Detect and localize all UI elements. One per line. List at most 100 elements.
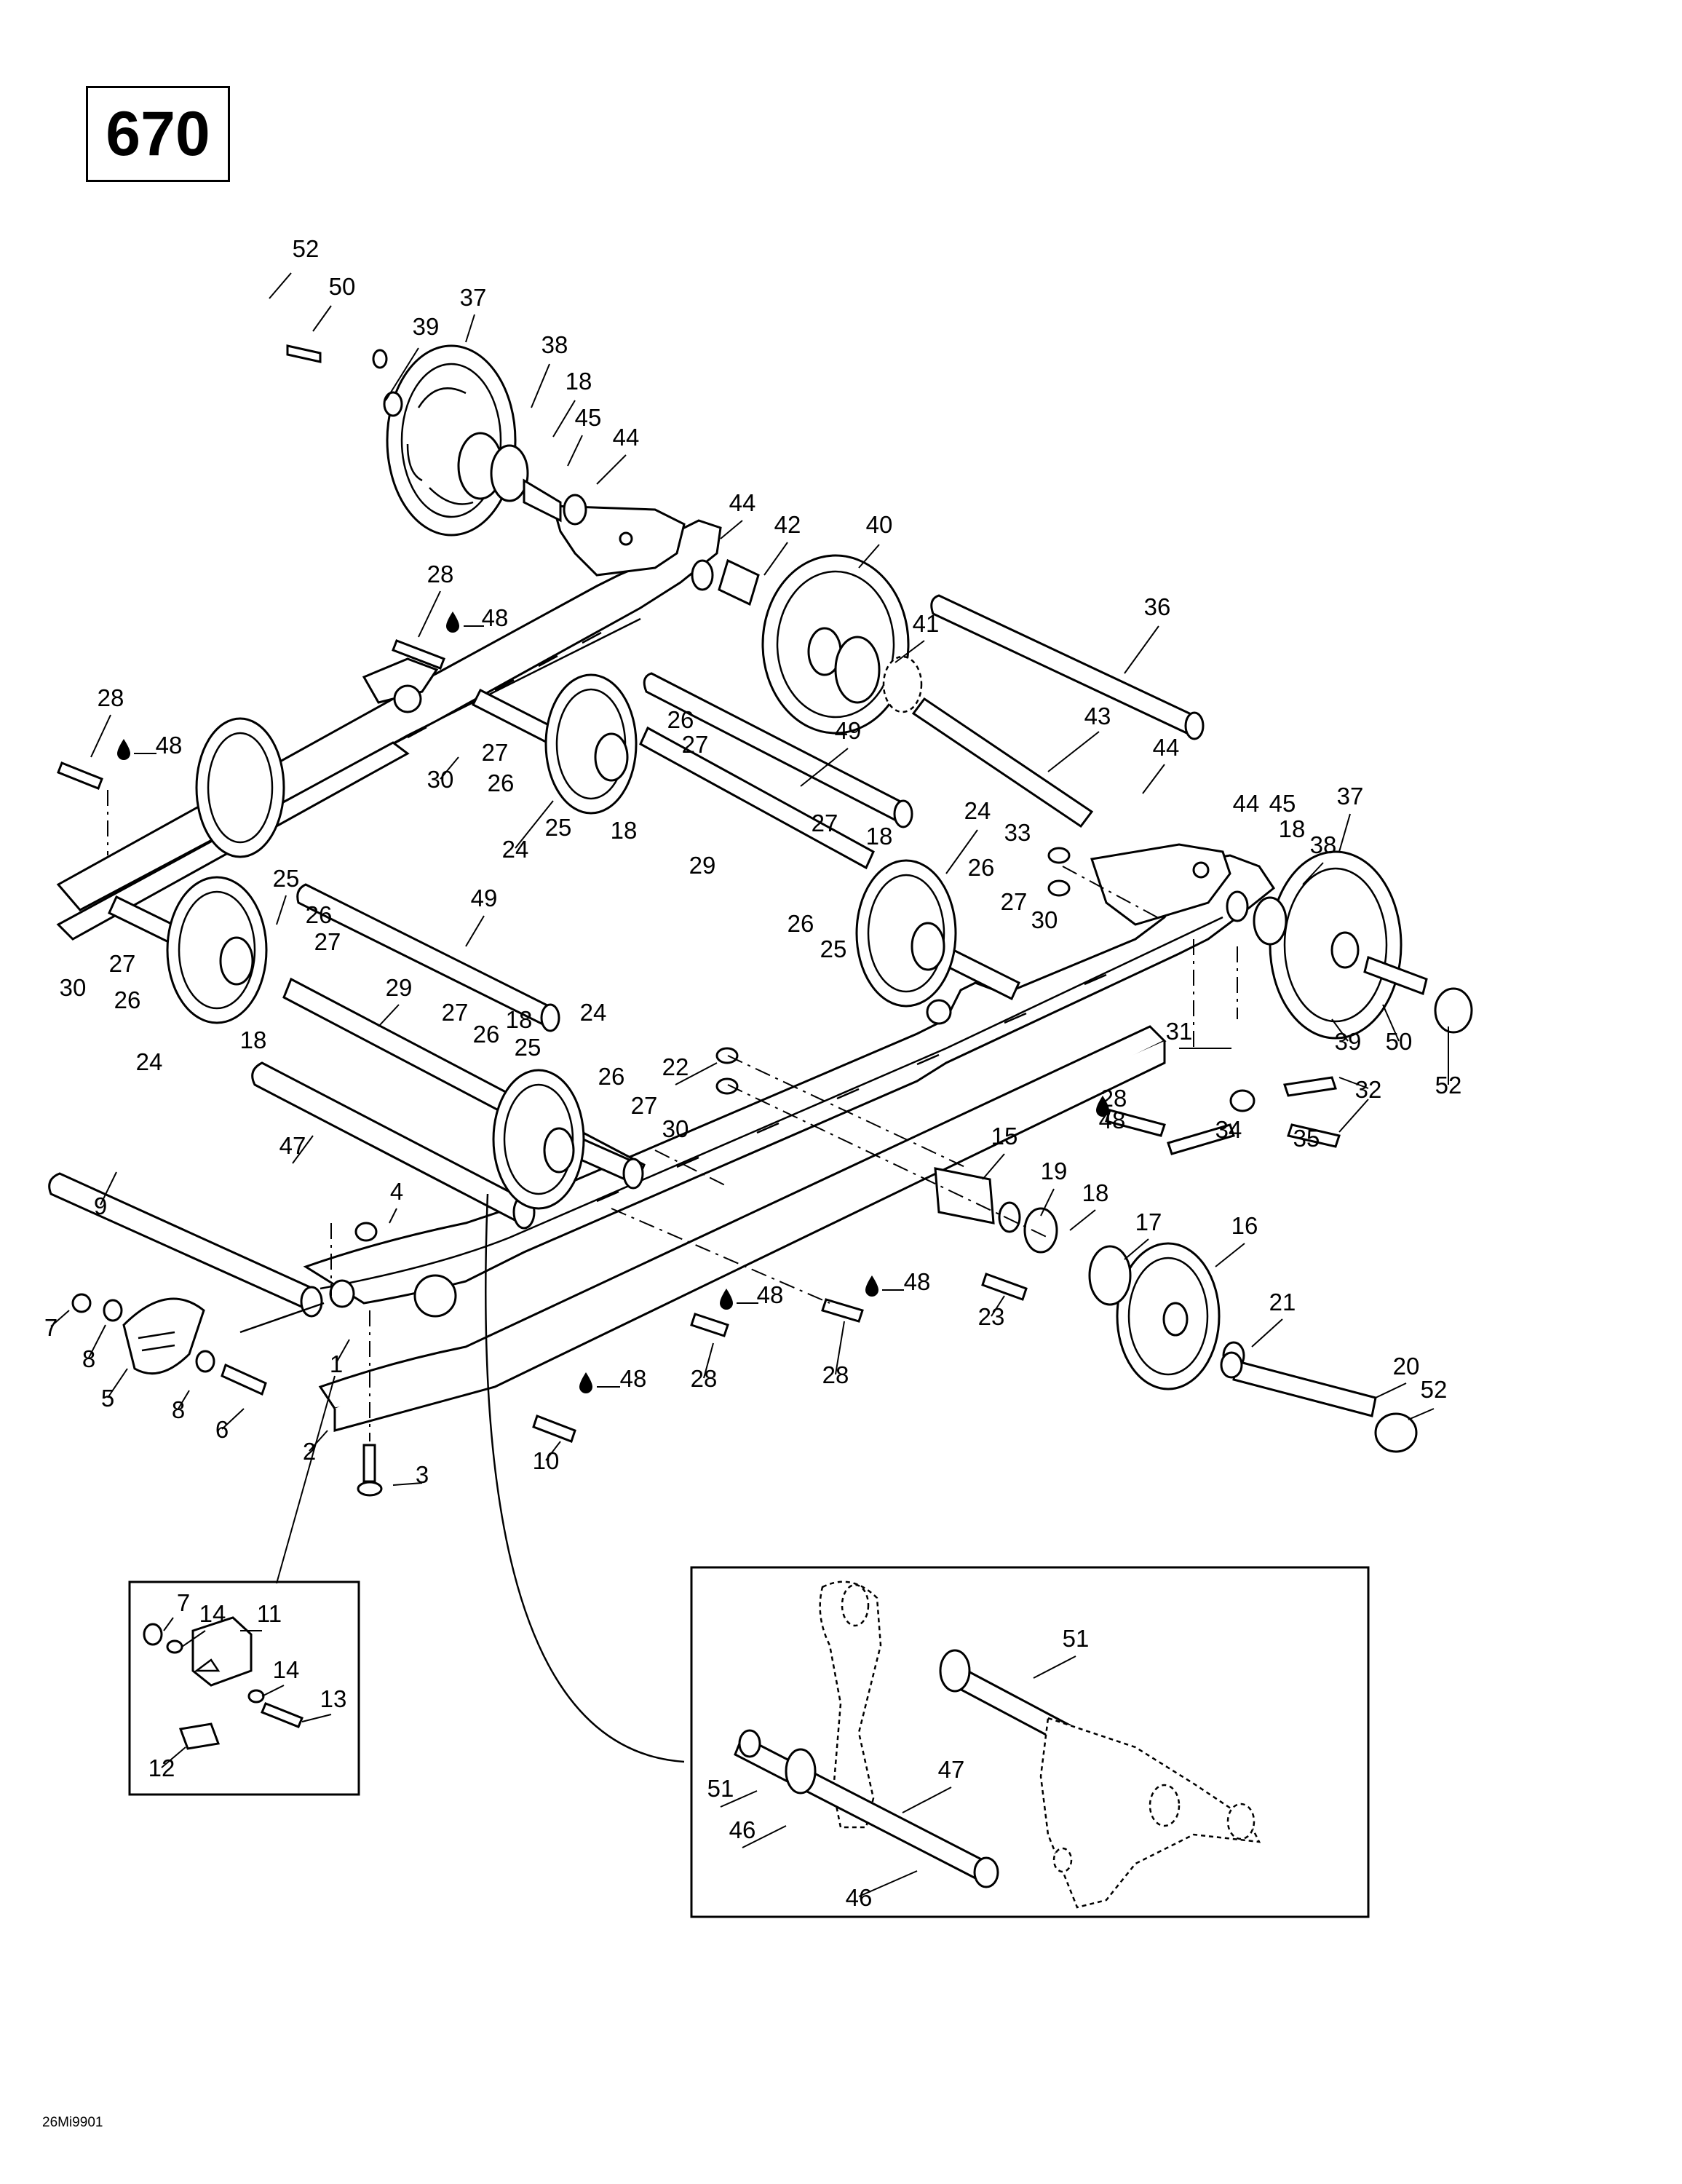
leader-lines <box>50 272 1449 1897</box>
assembly-center-lines <box>107 790 1238 1763</box>
callout-32: 32 <box>1355 1076 1382 1103</box>
callout-21: 21 <box>1269 1289 1296 1315</box>
callout-12: 12 <box>148 1754 175 1781</box>
callout-48: 48 <box>904 1268 931 1295</box>
front-cross-shaft <box>48 1172 323 1318</box>
callout-10: 10 <box>533 1447 560 1474</box>
idler-wheel-front-center <box>492 1069 585 1210</box>
callout-11: 11 <box>257 1600 282 1627</box>
callout-25: 25 <box>820 935 847 962</box>
callout-51: 51 <box>1063 1625 1090 1652</box>
callout-51: 51 <box>707 1775 734 1802</box>
callout-44: 44 <box>1233 790 1260 817</box>
lubricant-drop-icon <box>1096 1096 1109 1117</box>
callout-31: 31 <box>1166 1018 1193 1045</box>
callout-27: 27 <box>682 731 709 758</box>
callout-30: 30 <box>427 766 454 793</box>
callout-50: 50 <box>329 273 356 300</box>
callout-26: 26 <box>114 986 141 1013</box>
callout-43: 43 <box>1084 703 1111 729</box>
callout-27: 27 <box>482 739 509 766</box>
page-number-box: 670 <box>86 86 230 182</box>
callout-4: 4 <box>390 1178 403 1205</box>
callout-44: 44 <box>729 489 756 516</box>
idler-wheel-front-right <box>934 1167 1418 1453</box>
callout-49: 49 <box>471 885 498 911</box>
callout-9: 9 <box>94 1192 107 1219</box>
callout-20: 20 <box>1393 1353 1420 1380</box>
callout-26: 26 <box>667 706 694 733</box>
callout-44: 44 <box>613 424 640 451</box>
callout-22: 22 <box>662 1053 689 1080</box>
callout-27: 27 <box>812 810 838 836</box>
callout-29: 29 <box>386 974 413 1001</box>
callout-30: 30 <box>662 1115 689 1142</box>
callout-16: 16 <box>1231 1212 1258 1239</box>
callout-35: 35 <box>1293 1125 1320 1152</box>
callout-7: 7 <box>177 1589 190 1616</box>
callout-48: 48 <box>620 1365 647 1392</box>
callout-27: 27 <box>109 950 136 977</box>
idler-wheel-center-top <box>544 673 638 815</box>
callout-47: 47 <box>279 1132 306 1159</box>
upper-cross-shaft-mid <box>643 672 913 828</box>
callout-25: 25 <box>545 814 572 841</box>
callout-23: 23 <box>978 1303 1005 1330</box>
callout-6: 6 <box>215 1416 229 1443</box>
callout-39: 39 <box>1335 1028 1362 1055</box>
callout-45: 45 <box>1269 790 1296 817</box>
right-slide-rail <box>318 1025 1167 1432</box>
callout-41: 41 <box>913 610 940 637</box>
lubricant-drop-icon <box>117 739 130 760</box>
callout-15: 15 <box>991 1123 1018 1150</box>
detail-box-arm-shaft <box>690 1566 1370 1918</box>
idler-wheel-right-outer <box>1226 850 1473 1040</box>
callout-8: 8 <box>172 1396 185 1423</box>
callout-25: 25 <box>273 865 300 892</box>
callout-27: 27 <box>442 999 469 1026</box>
callout-5: 5 <box>101 1385 114 1412</box>
lubricant-drop-icon <box>720 1289 733 1310</box>
callout-48: 48 <box>156 732 183 759</box>
callout-36: 36 <box>1144 593 1171 620</box>
callout-28: 28 <box>822 1361 849 1388</box>
callout-50: 50 <box>1386 1028 1413 1055</box>
callout-14: 14 <box>273 1656 300 1683</box>
rear-cross-shaft <box>911 594 1205 828</box>
callout-44: 44 <box>1153 734 1180 761</box>
callout-26: 26 <box>968 854 995 881</box>
callout-17: 17 <box>1135 1208 1162 1235</box>
callout-3: 3 <box>416 1461 429 1488</box>
idler-wheel-left-mid <box>166 876 268 1024</box>
callout-38: 38 <box>1310 831 1337 858</box>
callout-24: 24 <box>136 1048 163 1075</box>
callout-26: 26 <box>473 1021 500 1048</box>
callout-28: 28 <box>1100 1085 1127 1112</box>
callout-24: 24 <box>964 797 991 824</box>
callout-46: 46 <box>846 1884 873 1911</box>
callout-18: 18 <box>1082 1179 1109 1206</box>
callout-47: 47 <box>938 1756 965 1783</box>
lubricant-drop-icon <box>446 612 459 633</box>
callout-42: 42 <box>774 511 801 538</box>
lubricant-drop-icon <box>865 1275 878 1297</box>
callout-52: 52 <box>293 235 320 262</box>
callout-24: 24 <box>580 999 607 1026</box>
bumper-stopper <box>71 1279 355 1396</box>
callout-37: 37 <box>1337 783 1364 810</box>
lubricant-drop-icon <box>579 1372 592 1393</box>
page-number: 670 <box>106 98 210 169</box>
callout-27: 27 <box>1001 888 1028 915</box>
drawing-code: 26Mi9901 <box>42 2115 103 2130</box>
callout-7: 7 <box>44 1314 57 1341</box>
callout-14: 14 <box>199 1600 226 1627</box>
callout-34: 34 <box>1215 1116 1242 1143</box>
detail-box-slider-shoe <box>128 1580 360 1796</box>
large-idler-wheel-rear <box>691 554 923 735</box>
callout-18: 18 <box>611 817 638 844</box>
upper-cross-shaft-left <box>296 883 560 1032</box>
callout-24: 24 <box>502 836 529 863</box>
callout-37: 37 <box>460 284 487 311</box>
